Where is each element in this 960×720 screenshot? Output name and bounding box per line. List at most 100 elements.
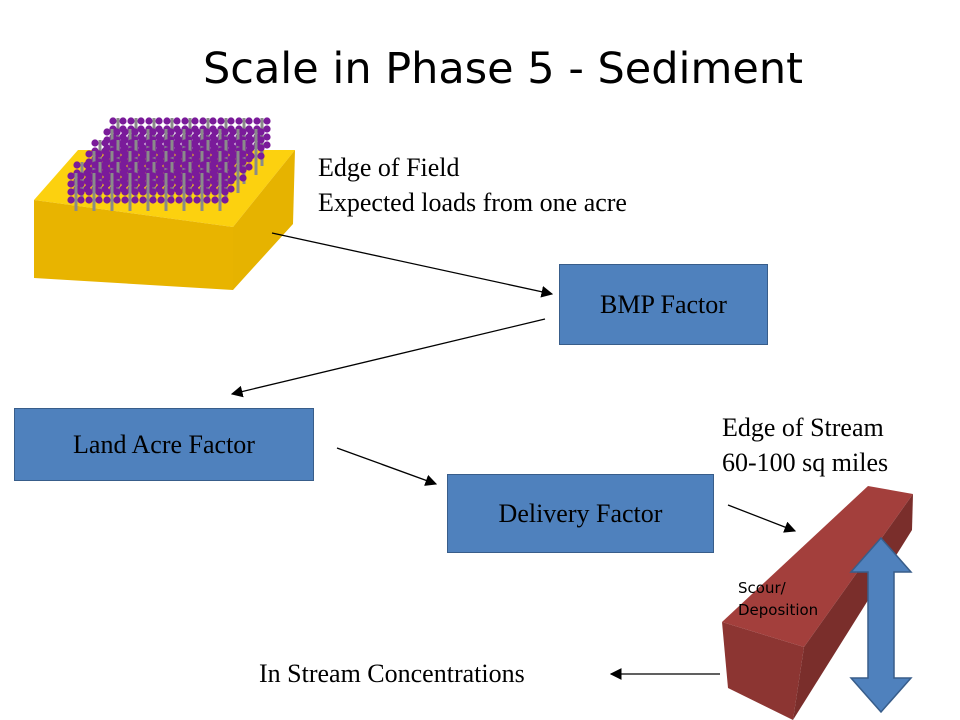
plant-leaf-dot <box>85 188 93 196</box>
plant-leaf-dot <box>113 188 121 196</box>
plant-leaf-dot <box>95 196 103 204</box>
plant-leaf-dot <box>131 180 139 188</box>
plant-leaf-dot <box>155 161 163 169</box>
plant-leaf-dot <box>167 172 175 180</box>
plant-leaf-dot <box>193 188 201 196</box>
plant-leaf-dot <box>137 161 145 169</box>
plant-leaf-dot <box>227 139 235 147</box>
plant-leaf-dot <box>211 128 219 136</box>
plant-leaf-dot <box>253 117 261 125</box>
plant-leaf-dot <box>191 161 199 169</box>
plant-leaf-dot <box>127 117 135 125</box>
plant-leaf-dot <box>131 128 139 136</box>
plant-leaf-dot <box>245 163 253 171</box>
plant-leaf-dot <box>211 150 219 158</box>
plant-leaf-dot <box>85 196 93 204</box>
plant-leaf-dot <box>121 180 129 188</box>
plant-leaf-dot <box>167 150 175 158</box>
plant-leaf-dot <box>167 128 175 136</box>
plant-leaf-dot <box>239 174 247 182</box>
plant-leaf-dot <box>121 196 129 204</box>
plant-leaf-dot <box>211 180 219 188</box>
plant-leaf-dot <box>181 117 189 125</box>
plant-leaf-dot <box>181 139 189 147</box>
plant-leaf-dot <box>103 150 111 158</box>
plant-leaf-dot <box>185 128 193 136</box>
plant-leaf-dot <box>95 188 103 196</box>
plant-leaf-dot <box>137 139 145 147</box>
plant-leaf-dot <box>227 185 235 193</box>
plant-leaf-dot <box>211 188 219 196</box>
plant-leaf-dot <box>101 139 109 147</box>
plant-leaf-dot <box>119 117 127 125</box>
plant-leaf-dot <box>67 196 75 204</box>
plant-leaf-dot <box>193 180 201 188</box>
plant-leaf-dot <box>113 172 121 180</box>
plant-leaf-dot <box>185 188 193 196</box>
plant-leaf-dot <box>221 128 229 136</box>
plant-leaf-dot <box>227 177 235 185</box>
plant-leaf-dot <box>227 169 235 177</box>
plant-leaf-dot <box>113 150 121 158</box>
plant-leaf-dot <box>103 180 111 188</box>
plant-leaf-dot <box>217 117 225 125</box>
plant-leaf-dot <box>131 196 139 204</box>
plant-leaf-dot <box>103 172 111 180</box>
plant-leaf-dot <box>121 128 129 136</box>
plant-leaf-dot <box>263 117 271 125</box>
plant-leaf-dot <box>131 150 139 158</box>
plant-leaf-dot <box>167 188 175 196</box>
plant-leaf-dot <box>193 128 201 136</box>
plant-leaf-dot <box>131 188 139 196</box>
plant-leaf-dot <box>77 188 85 196</box>
plant-leaf-dot <box>221 172 229 180</box>
scour-deposition-label: Scour/ Deposition <box>738 577 818 621</box>
plant-leaf-dot <box>95 172 103 180</box>
plant-leaf-dot <box>203 188 211 196</box>
plant-leaf-dot <box>113 128 121 136</box>
plant-leaf-dot <box>119 161 127 169</box>
plant-leaf-dot <box>145 117 153 125</box>
plant-leaf-dot <box>121 188 129 196</box>
plant-leaf-dot <box>139 128 147 136</box>
plant-leaf-dot <box>191 117 199 125</box>
plant-leaf-dot <box>199 117 207 125</box>
stream-top-face <box>722 486 913 647</box>
plant-leaf-dot <box>139 150 147 158</box>
plant-leaf-dot <box>221 150 229 158</box>
edge-of-stream-label: Edge of Stream 60-100 sq miles <box>722 410 888 480</box>
plant-leaf-dot <box>239 128 247 136</box>
plant-leaf-dot <box>155 117 163 125</box>
plant-leaf-dot <box>73 161 81 169</box>
plant-leaf-dot <box>203 196 211 204</box>
land-acre-factor-box: Land Acre Factor <box>14 408 314 481</box>
plant-leaf-dot <box>127 161 135 169</box>
plant-leaf-dot <box>199 139 207 147</box>
plant-leaf-dot <box>113 196 121 204</box>
plant-leaf-dot <box>139 188 147 196</box>
plant-leaf-dot <box>203 128 211 136</box>
edge-of-field-title: Edge of Field <box>318 153 460 182</box>
plant-leaf-dot <box>257 136 265 144</box>
plant-leaf-dot <box>257 128 265 136</box>
scour-text: Scour/ <box>738 579 786 597</box>
plant-leaf-dot <box>211 172 219 180</box>
plant-leaf-dot <box>229 128 237 136</box>
plant-leaf-dot <box>211 196 219 204</box>
plant-leaf-dot <box>245 139 253 147</box>
plant-leaf-dot <box>139 180 147 188</box>
plant-leaf-dot <box>173 139 181 147</box>
field-front-face <box>34 200 233 290</box>
plant-leaf-dot <box>155 139 163 147</box>
plant-leaf-dot <box>173 117 181 125</box>
plant-leaf-dot <box>137 117 145 125</box>
plant-leaf-dot <box>175 128 183 136</box>
plant-leaf-dot <box>209 161 217 169</box>
plant-leaf-dot <box>239 166 247 174</box>
deposition-text: Deposition <box>738 601 819 619</box>
plant-leaf-dot <box>217 139 225 147</box>
arrow-bmp-to-land <box>230 318 546 398</box>
plant-leaf-dot <box>85 180 93 188</box>
plant-leaf-dot <box>221 188 229 196</box>
